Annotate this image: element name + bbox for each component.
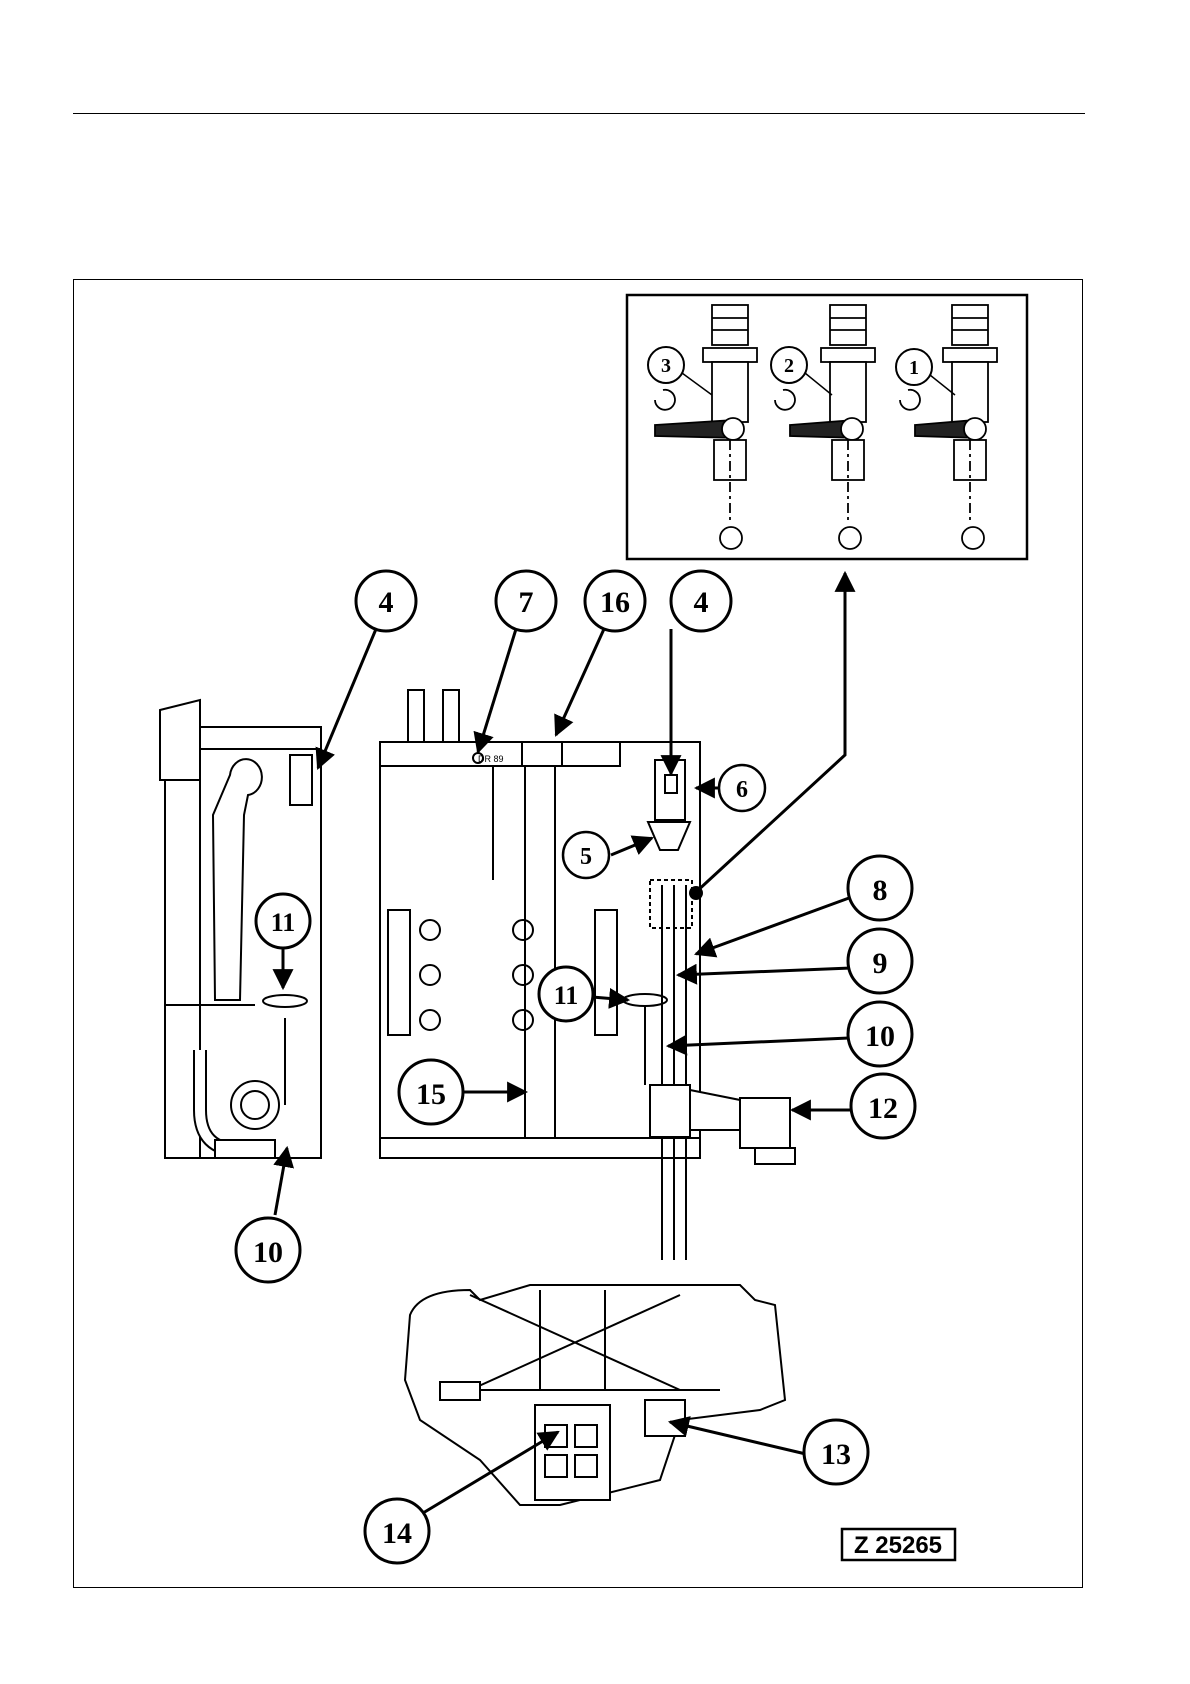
svg-text:13: 13 (821, 1438, 851, 1471)
callout-10-right: 10 (848, 1002, 912, 1066)
valve-1 (900, 305, 997, 549)
leader-7 (478, 629, 516, 752)
callout-4-left: 4 (356, 571, 416, 631)
callout-4-right: 4 (671, 571, 731, 631)
valve-detail-inset: 3 2 1 (627, 295, 1027, 559)
svg-text:10: 10 (865, 1020, 895, 1053)
valve-2 (775, 305, 875, 549)
svg-text:11: 11 (271, 908, 296, 937)
svg-text:15: 15 (416, 1078, 446, 1111)
leader-10-right (668, 1038, 849, 1046)
svg-text:12: 12 (868, 1092, 898, 1125)
figure-reference-label: Z 25265 (854, 1532, 942, 1559)
svg-text:8: 8 (873, 874, 888, 907)
leader-16 (556, 629, 604, 735)
leader-9 (678, 968, 851, 975)
callout-7: 7 (496, 571, 556, 631)
valve-block-marker (689, 886, 703, 900)
leader-8 (696, 898, 849, 954)
leader-13 (670, 1422, 810, 1455)
svg-text:2: 2 (784, 355, 794, 377)
leader-5 (611, 838, 652, 855)
callout-12: 12 (851, 1074, 915, 1138)
svg-text:4: 4 (694, 586, 709, 619)
operator-figure (213, 759, 262, 1000)
callout-15: 15 (399, 1060, 463, 1124)
svg-text:5: 5 (580, 844, 592, 870)
callout-11-left: 11 (256, 894, 310, 948)
svg-text:1: 1 (909, 357, 919, 379)
svg-text:4: 4 (379, 586, 394, 619)
callout-13: 13 (804, 1420, 868, 1484)
callout-6: 6 (719, 765, 765, 811)
callout-10-left: 10 (236, 1218, 300, 1282)
svg-text:11: 11 (554, 981, 579, 1010)
svg-text:6: 6 (736, 777, 748, 803)
svg-text:16: 16 (600, 586, 630, 619)
svg-text:3: 3 (661, 355, 671, 377)
leader-4-left (318, 629, 376, 768)
svg-text:9: 9 (873, 947, 888, 980)
svg-text:14: 14 (382, 1517, 412, 1550)
callout-11-right: 11 (539, 967, 593, 1021)
callout-14: 14 (365, 1499, 429, 1563)
valve-3 (655, 305, 757, 549)
callout-9: 9 (848, 929, 912, 993)
svg-text:10: 10 (253, 1236, 283, 1269)
figure-reference-box: Z 25265 (842, 1529, 955, 1560)
callout-8: 8 (848, 856, 912, 920)
engine-base-view (405, 1285, 785, 1505)
svg-text:7: 7 (519, 586, 534, 619)
callout-16: 16 (585, 571, 645, 631)
leader-lines (275, 573, 851, 1513)
callout-5: 5 (563, 832, 609, 878)
